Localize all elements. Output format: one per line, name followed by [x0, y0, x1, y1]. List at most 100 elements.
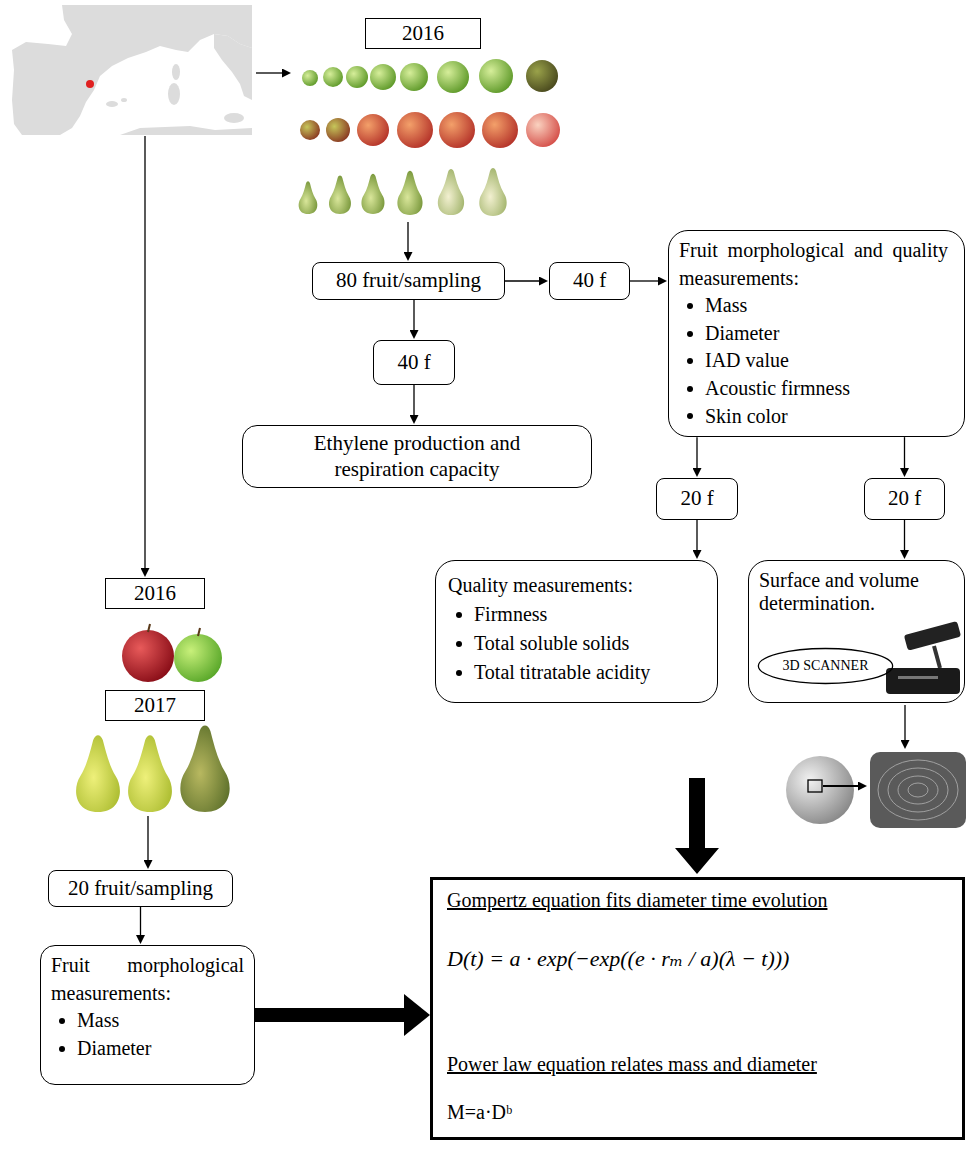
- box-text: 20 f: [888, 486, 921, 511]
- measurement-box: Fruit morphological and quality measurem…: [668, 230, 965, 437]
- pear-row: [299, 168, 507, 216]
- scanner-ellipse: 3D SCANNER: [757, 647, 894, 685]
- subsample-box: 40 f: [373, 340, 455, 385]
- subsample-box: 20 f: [864, 478, 945, 520]
- pear: [128, 735, 172, 812]
- bullet-item: Skin color: [679, 403, 948, 431]
- apple: [122, 630, 174, 682]
- bullet-text: Skin color: [705, 403, 788, 431]
- bullet-item: Mass: [679, 292, 948, 320]
- year-box: 2017: [105, 690, 205, 721]
- bullet-dot: [456, 670, 462, 676]
- box-text: 20 fruit/sampling: [68, 876, 213, 901]
- sample-box: 20 fruit/sampling: [48, 870, 233, 907]
- pear: [479, 168, 506, 216]
- apple: [482, 112, 518, 148]
- box-body: Power law equation relates mass and diam…: [447, 1052, 948, 1076]
- location-dot: [86, 80, 94, 88]
- mesh-line: [908, 783, 928, 797]
- mesh-line: [888, 768, 948, 812]
- island: [106, 101, 118, 107]
- analysis-box: Ethylene production and respiration capa…: [242, 425, 592, 488]
- equation: D(t) = a · exp(−exp((e · rₘ / a)(λ − t))…: [447, 946, 948, 972]
- measurement-box: Quality measurements:FirmnessTotal solub…: [435, 560, 718, 703]
- bullet-item: Firmness: [448, 600, 705, 629]
- bullet-dot: [59, 1046, 65, 1052]
- box-text: 2016: [402, 21, 444, 46]
- pear-trio: [76, 726, 230, 812]
- island: [172, 64, 180, 80]
- bullet-dot: [687, 413, 693, 419]
- apple-pair: [122, 624, 222, 682]
- apple: [326, 118, 350, 142]
- apple: [323, 67, 343, 87]
- flow-arrow: [696, 437, 697, 468]
- mesh-detail: [870, 752, 966, 828]
- arrow-line: [256, 72, 282, 73]
- bullet-dot: [59, 1018, 65, 1024]
- apple-row: [300, 112, 560, 148]
- bullet-text: Firmness: [474, 600, 547, 629]
- year-box: 2016: [105, 578, 205, 609]
- mesh-line: [898, 776, 938, 804]
- scanner-device: [886, 621, 961, 694]
- box-text: 2017: [134, 693, 176, 718]
- box-text: Fruit morphological and quality measurem…: [679, 237, 948, 292]
- zoom-square: [808, 780, 822, 792]
- bullet-text: Total titratable acidity: [474, 658, 650, 687]
- land: [120, 126, 252, 135]
- apple: [439, 112, 475, 148]
- bullet-item: IAD value: [679, 347, 948, 375]
- bullet-dot: [456, 612, 462, 618]
- apple: [302, 70, 318, 86]
- island: [121, 98, 127, 102]
- bullet-dot: [687, 331, 693, 337]
- flow-arrow: [140, 907, 141, 935]
- box-text: 40 f: [573, 268, 606, 293]
- flow-arrow: [413, 385, 414, 415]
- bullet-text: Total soluble solids: [474, 629, 629, 658]
- flow-arrow: [630, 280, 658, 281]
- scanner-strip: [898, 676, 938, 679]
- box-text: Ethylene production and respiration capa…: [271, 430, 563, 483]
- arrow-line: [823, 785, 858, 787]
- map: [10, 5, 252, 135]
- box-text: 80 fruit/sampling: [336, 268, 481, 293]
- arrow-line: [147, 816, 148, 860]
- subsample-box: 40 f: [549, 262, 630, 300]
- bullet-item: Diameter: [51, 1035, 244, 1063]
- bullet-text: Mass: [705, 292, 747, 320]
- apple: [370, 64, 396, 90]
- scan-model: [786, 752, 966, 828]
- pear: [299, 181, 318, 214]
- equation: M=a·Dᵇ: [447, 1100, 948, 1124]
- box-text: 3D SCANNER: [783, 658, 869, 675]
- box-text: 20 f: [680, 486, 713, 511]
- island: [224, 113, 244, 123]
- arrow-line: [144, 136, 145, 568]
- pear: [76, 735, 120, 812]
- block-arrow: [255, 1008, 404, 1022]
- pear: [329, 176, 351, 214]
- bullet-dot: [687, 358, 693, 364]
- block-arrow: [675, 778, 719, 874]
- bullet-item: Total titratable acidity: [448, 658, 705, 687]
- box-text: 2016: [134, 581, 176, 606]
- stem: [148, 624, 150, 632]
- bullet-item: Mass: [51, 1007, 244, 1035]
- bullet-text: IAD value: [705, 347, 789, 375]
- apple-row: [302, 59, 558, 93]
- scanner-stand: [934, 646, 940, 668]
- bullet-dot: [687, 303, 693, 309]
- measurement-box: Fruit morphological measurements:MassDia…: [40, 945, 255, 1085]
- bullet-text: Acoustic firmness: [705, 375, 850, 403]
- equation-box: Gompertz equation fits diameter time evo…: [430, 877, 965, 1140]
- box-text: Gompertz equation fits diameter time evo…: [447, 888, 948, 912]
- apple: [174, 634, 222, 682]
- flow-arrow: [505, 280, 539, 281]
- sea: [10, 5, 252, 135]
- land: [12, 5, 252, 135]
- apple-scan: [786, 756, 854, 824]
- bullet-dot: [687, 386, 693, 392]
